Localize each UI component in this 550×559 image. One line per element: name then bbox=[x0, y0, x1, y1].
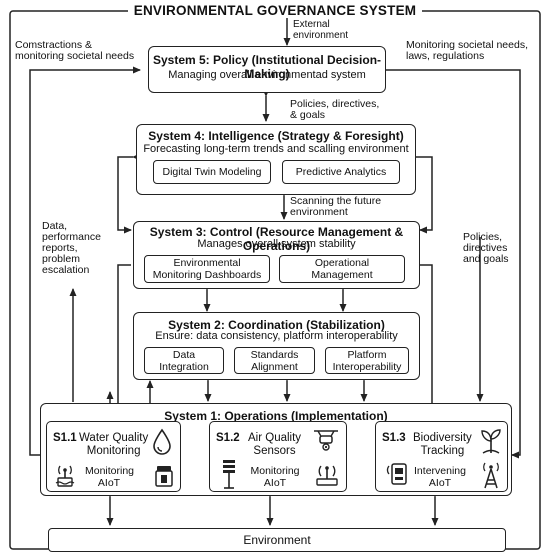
s3-to-s11-arrow bbox=[104, 264, 131, 423]
system3-title: System 3: Control (Resource Management &… bbox=[149, 225, 404, 253]
digital-twin-modeling-box: Digital Twin Modeling bbox=[153, 160, 271, 184]
right-feedback-label: Policies, directives and goals bbox=[463, 231, 509, 265]
s1-1-name: Water Quality Monitoring bbox=[79, 432, 149, 457]
system4-title: System 4: Intelligence (Strategy & Fores… bbox=[148, 129, 404, 143]
s5-s4-label: Policies, directives, & goals bbox=[290, 98, 380, 121]
right-outer-loop bbox=[386, 69, 521, 459]
left-s4-s3-bracket bbox=[117, 153, 140, 234]
system4-box: System 4: Intelligence (Strategy & Fores… bbox=[136, 124, 416, 195]
s4-s3-label: Scanning the future environment bbox=[290, 195, 382, 218]
s1-2-mode: Monitoring AIoT bbox=[250, 465, 300, 489]
system5-box: System 5: Policy (Institutional Decision… bbox=[148, 46, 386, 93]
right-s4-s3-bracket bbox=[409, 153, 433, 234]
environmental-monitoring-dashboards-box: Environmental Monitoring Dashboards bbox=[144, 255, 270, 283]
system3-box: System 3: Control (Resource Management &… bbox=[133, 221, 420, 289]
diagram-title: ENVIRONMENTAL GOVERNANCE SYSTEM bbox=[0, 3, 550, 18]
predictive-analytics-box: Predictive Analytics bbox=[282, 160, 400, 184]
s1-2-name: Air Quality Sensors bbox=[248, 432, 302, 457]
s1-3-code: S1.3 bbox=[382, 432, 406, 444]
s1-3-card: S1.3 Biodiversity Tracking Intervening A… bbox=[375, 421, 508, 492]
left-outer-label: Comstractions & monitoring societal need… bbox=[15, 39, 135, 62]
s1-1-code: S1.1 bbox=[53, 432, 77, 444]
s1-2-code: S1.2 bbox=[216, 432, 240, 444]
left-outer-loop bbox=[29, 66, 141, 456]
system3-desc: Manages overall system stability bbox=[197, 238, 356, 250]
operational-management-box: Operational Management bbox=[279, 255, 405, 283]
plant-icon bbox=[481, 429, 501, 454]
s1-3-name: Biodiversity Tracking bbox=[413, 432, 472, 457]
drone-icon bbox=[314, 430, 338, 451]
standards-alignment-box: Standards Alignment bbox=[234, 347, 315, 374]
s1-1-card: S1.1 Water Quality Monitoring Monitoring… bbox=[46, 421, 181, 492]
system2-desc: Ensure: data consistency, platform inter… bbox=[155, 330, 398, 342]
system2-title: System 2: Coordination (Stabilization) bbox=[168, 318, 385, 332]
s1-1-mode: Monitoring AIoT bbox=[85, 465, 135, 489]
system2-box: System 2: Coordination (Stabilization) E… bbox=[133, 312, 420, 380]
system4-desc: Forecasting long-term trends and scallin… bbox=[143, 143, 409, 155]
tracker-device-icon bbox=[386, 463, 407, 485]
system5-title: System 5: Policy (Institutional Decision… bbox=[152, 53, 382, 81]
environment-box: Environment bbox=[48, 528, 506, 552]
sensor-antenna-icon bbox=[55, 465, 75, 487]
water-sampler-icon bbox=[155, 466, 173, 487]
router-icon bbox=[316, 465, 338, 486]
data-integration-box: Data Integration bbox=[144, 347, 224, 374]
s3-to-s13-arrow bbox=[420, 264, 446, 423]
system1-title: System 1: Operations (Implementation) bbox=[164, 409, 388, 423]
water-drop-icon bbox=[153, 428, 171, 455]
s1-2-card: S1.2 Air Quality Sensors Monitoring AIoT bbox=[209, 421, 347, 492]
system5-desc: Managing overall environmentad system bbox=[168, 69, 366, 81]
signal-tower-icon bbox=[483, 462, 499, 489]
platform-interoperability-box: Platform Interoperability bbox=[325, 347, 409, 374]
s1-3-mode: Intervening AIoT bbox=[414, 465, 466, 489]
left-feedback-label: Data, performance reports, problem escal… bbox=[42, 220, 101, 276]
weather-station-icon bbox=[223, 460, 235, 489]
external-environment-label: External environment bbox=[293, 19, 349, 41]
right-outer-label: Monitoring societal needs, laws, regulat… bbox=[406, 39, 528, 62]
environment-label: Environment bbox=[243, 533, 311, 547]
